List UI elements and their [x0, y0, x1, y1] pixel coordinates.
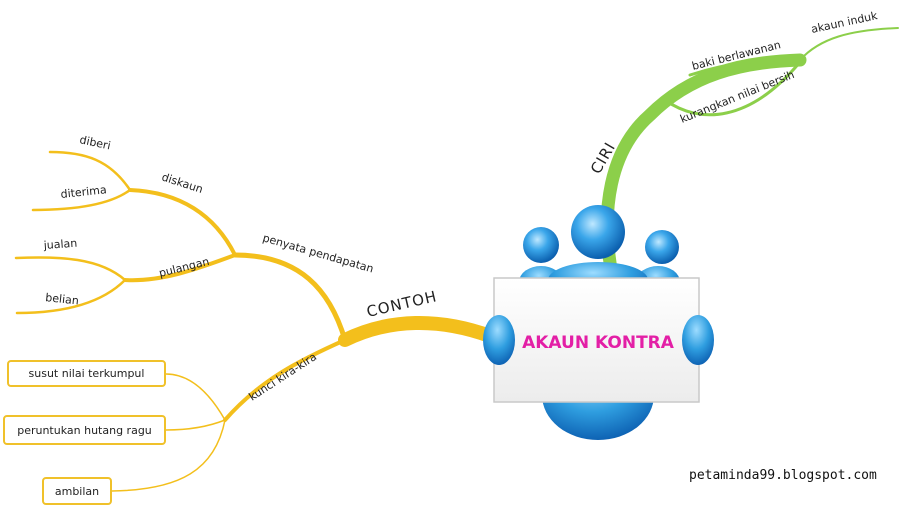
connector-ambilan: [111, 419, 226, 492]
label-diberi: diberi: [78, 133, 111, 152]
connector-peruntukan: [165, 419, 226, 431]
central-card: [493, 277, 700, 403]
connector-belian: [15, 278, 127, 315]
connector-diskaun: [128, 188, 237, 257]
connector-jualan: [14, 256, 127, 282]
label-penyata-pendapatan: penyata pendapatan: [261, 231, 375, 275]
connector-diterima: [31, 188, 132, 212]
connector-kunci: [223, 338, 347, 422]
label-diskaun: diskaun: [160, 170, 205, 196]
right-person-head: [645, 230, 679, 264]
right-hand: [682, 315, 714, 365]
label-diterima: diterima: [60, 183, 107, 201]
connector-diberi: [48, 150, 132, 192]
blog-credit: petaminda99.blogspot.com: [689, 468, 877, 483]
label-belian: belian: [45, 291, 80, 307]
box-peruntukan-hutang-ragu: peruntukan hutang ragu: [3, 415, 166, 445]
box-ambilan: ambilan: [42, 477, 112, 505]
label-kunci-kira-kira: kunci kira-kira: [247, 350, 319, 403]
ciri-branch-akaun-induk: [799, 27, 899, 61]
ciri-branch-kurangkan: [663, 60, 802, 117]
left-person-head: [523, 227, 559, 263]
connector-penyata: [232, 252, 348, 343]
contoh-main-connector: [338, 315, 497, 347]
connector-pulangan: [123, 253, 237, 283]
contoh-label: CONTOH: [365, 287, 439, 321]
box-susut-nilai-terkumpul: susut nilai terkumpul: [7, 360, 166, 387]
left-hand: [483, 315, 515, 365]
contoh-branch: [14, 150, 497, 492]
central-title: AKAUN KONTRA: [522, 333, 675, 353]
label-jualan: jualan: [42, 237, 77, 252]
center-person-head: [571, 205, 625, 259]
label-pulangan: pulangan: [158, 255, 211, 280]
central-figure: AKAUN KONTRA: [483, 205, 714, 440]
connector-susut: [165, 373, 226, 421]
ciri-branch-baki: [688, 58, 802, 77]
label-akaun-induk: akaun induk: [810, 9, 879, 36]
